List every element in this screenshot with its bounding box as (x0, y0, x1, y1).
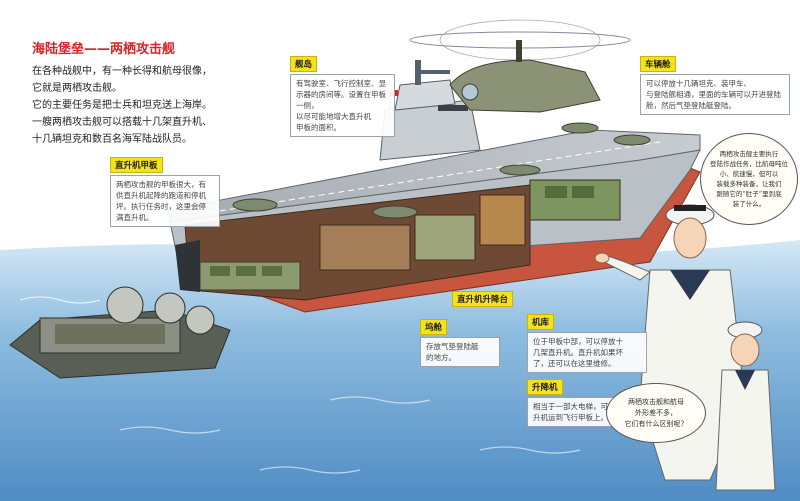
intro-line: 它就是两栖攻击舰。 (32, 83, 122, 94)
callout-line: 供直升机起降的跑道和停机 (116, 191, 206, 200)
bubble-line: 两栖攻击舰和航母 (628, 397, 684, 406)
callout-line: 位于甲板中部，可以停放十 (533, 337, 623, 346)
intro-line: 十几辆坦克和数百名海军陆战队员。 (32, 134, 192, 145)
bubble-line: 小、航速慢，但可以 (719, 170, 779, 178)
bubble-text: 两栖攻击舰主要执行 登陆作战任务，比航母吨位 小、航速慢，但可以 装载多种装备，… (710, 149, 788, 209)
intro-line: 它的主要任务是把士兵和坦克送上海岸。 (32, 100, 212, 111)
callout-line: 与登陆舰相通，里面的车辆可以开进登陆 (646, 90, 781, 99)
hovercraft-icon (9, 286, 231, 379)
callout-description: 可以停放十几辆坦克、装甲车、 与登陆舰相通，里面的车辆可以开进登陆 舱，然后气垫… (640, 74, 790, 115)
callout-flight-deck: 直升机甲板 两栖攻击舰的甲板很大，有 供直升机起降的跑道和停机 坪。执行任务时，… (110, 153, 220, 227)
callout-line: 升机运到飞行甲板上。 (533, 413, 608, 422)
callout-label: 车辆舱 (640, 56, 676, 72)
callout-label: 升降机 (527, 379, 563, 395)
deck-helicopters (232, 122, 651, 219)
callout-label: 机库 (527, 314, 555, 330)
child-sailor-figure (715, 321, 776, 491)
intro-section: 海陆堡垒——两栖攻击舰 在各种战舰中，有一种长得和航母很像， 它就是两栖攻击舰。… (32, 38, 282, 148)
callout-line: 以尽可能地增大直升机 (296, 112, 371, 121)
callout-line: 甲板的面积。 (296, 123, 341, 132)
callout-line: 满直升机。 (116, 213, 154, 222)
callout-label: 直升机甲板 (110, 157, 163, 173)
bubble-line: 跟随它的“肚子”里到底 (716, 190, 782, 198)
callout-line: 几架直升机。直升机如果坏 (533, 348, 623, 357)
helicopter-icon (409, 19, 631, 113)
callout-label: 坞舱 (420, 319, 448, 335)
callout-vehicle-bay: 车辆舱 可以停放十几辆坦克、装甲车、 与登陆舰相通，里面的车辆可以开进登陆 舱，… (640, 52, 790, 115)
bubble-line: 两栖攻击舰主要执行 (719, 150, 779, 158)
callout-line: 的地方。 (426, 353, 456, 362)
page-title: 海陆堡垒——两栖攻击舰 (32, 42, 176, 57)
officer-speech-bubble: 两栖攻击舰主要执行 登陆作战任务，比航母吨位 小、航速慢，但可以 装载多种装备，… (700, 133, 798, 225)
callout-description: 存放气垫登陆艇 的地方。 (420, 337, 500, 367)
intro-line: 在各种战舰中，有一种长得和航母很像， (32, 66, 212, 77)
callout-well-deck: 坞舱 存放气垫登陆艇 的地方。 (420, 315, 500, 367)
bubble-line: 装载多种装备，让我们 (716, 180, 782, 188)
bubble-text: 两栖攻击舰和航母 外形差不多， 它们有什么区别呢？ (625, 397, 688, 430)
callout-line: 了，还可以在这里维修。 (533, 359, 616, 368)
callout-line: 两栖攻击舰的甲板很大，有 (116, 180, 206, 189)
callout-line: 示器的房间等。设置在甲板一侧， (296, 90, 386, 110)
callout-line: 坪。执行任务时，这里会停 (116, 202, 206, 211)
bubble-line: 外形差不多， (635, 408, 677, 417)
bubble-line: 登陆作战任务，比航母吨位 (710, 160, 788, 168)
callout-hangar: 机库 位于甲板中部，可以停放十 几架直升机。直升机如果坏 了，还可以在这里维修。 (527, 310, 647, 373)
child-speech-bubble: 两栖攻击舰和航母 外形差不多， 它们有什么区别呢？ (606, 383, 706, 443)
callout-line: 相当于一部大电梯，可将直 (533, 402, 623, 411)
callout-line: 有驾驶室、飞行控制室、显 (296, 79, 386, 88)
callout-island: 舰岛 有驾驶室、飞行控制室、显 示器的房间等。设置在甲板一侧， 以尽可能地增大直… (290, 52, 395, 137)
callout-line: 舱，然后气垫登陆艇登陆。 (646, 101, 736, 110)
bubble-line: 它们有什么区别呢？ (624, 419, 688, 428)
callout-description: 两栖攻击舰的甲板很大，有 供直升机起降的跑道和停机 坪。执行任务时，这里会停 满… (110, 175, 220, 227)
callout-line: 可以停放十几辆坦克、装甲车、 (646, 79, 751, 88)
callout-label: 舰岛 (290, 56, 318, 72)
callout-label: 直升机升降台 (452, 291, 514, 307)
bubble-line: 装了什么。 (732, 200, 766, 208)
callout-description: 有驾驶室、飞行控制室、显 示器的房间等。设置在甲板一侧， 以尽可能地增大直升机 … (290, 74, 395, 137)
callout-description: 位于甲板中部，可以停放十 几架直升机。直升机如果坏 了，还可以在这里维修。 (527, 332, 647, 373)
intro-line: 一艘两栖攻击舰可以搭载十几架直升机、 (32, 117, 212, 128)
ship-hull (167, 129, 701, 313)
callout-line: 存放气垫登陆艇 (426, 342, 479, 351)
callout-helicopter-lift: 直升机升降台 (452, 287, 514, 307)
sea (0, 240, 800, 501)
